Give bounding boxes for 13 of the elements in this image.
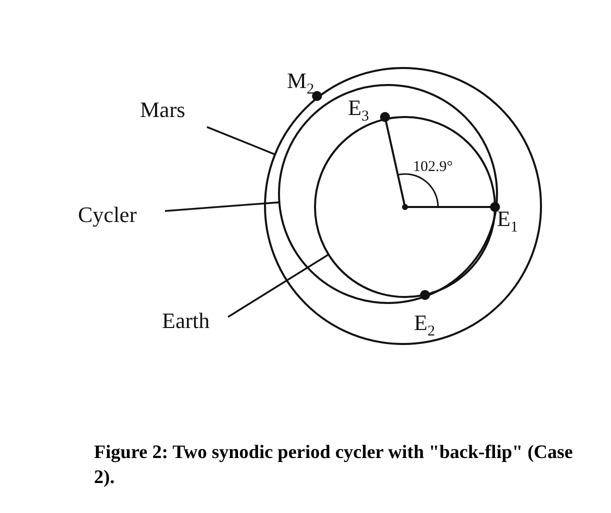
orbit-label: Cycler xyxy=(78,202,137,228)
angle-label: 102.9° xyxy=(413,158,453,177)
leader-line xyxy=(206,126,276,156)
point-label: E$_{2}$ xyxy=(414,310,435,342)
leader-line xyxy=(228,254,330,318)
point-label: M$_{2}$ xyxy=(287,68,314,100)
leader-line xyxy=(164,201,280,212)
orbit-label: Mars xyxy=(140,97,186,123)
figure-caption: Figure 2: Two synodic period cycler with "back-flip" (Case 2). xyxy=(94,441,574,490)
point-label: E$_{1}$ xyxy=(497,206,518,238)
orbit-circle xyxy=(264,67,542,345)
point-label: E$_{3}$ xyxy=(348,95,369,126)
orbit-label: Earth xyxy=(162,308,210,334)
